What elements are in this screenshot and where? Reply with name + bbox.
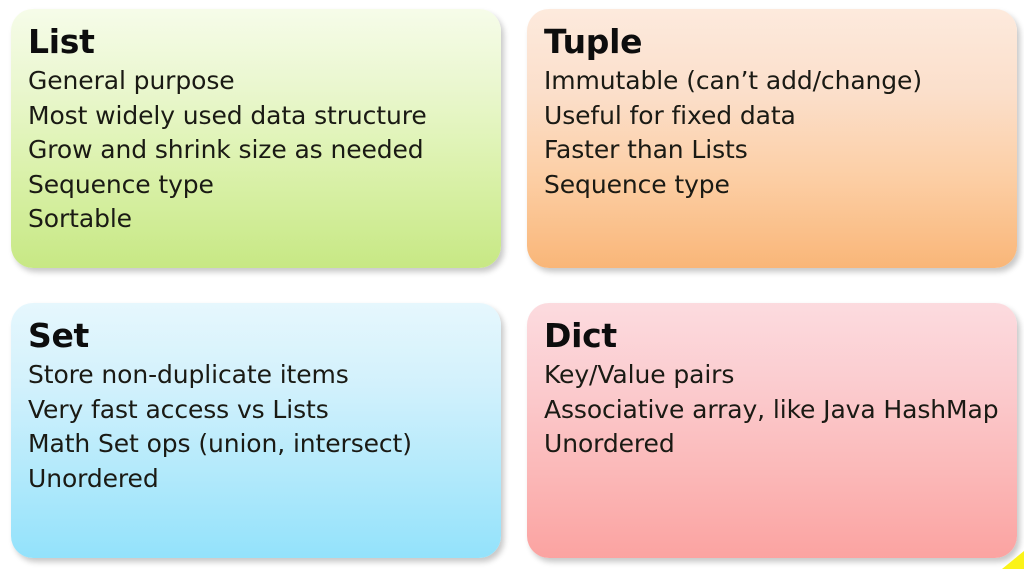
card-dict-line-1: Key/Value pairs: [544, 360, 735, 389]
card-dict-line-3: Unordered: [544, 429, 675, 458]
card-set-line-3: Math Set ops (union, intersect): [28, 429, 412, 458]
card-tuple[interactable]: Tuple Immutable (can’t add/change) Usefu…: [527, 9, 1017, 268]
card-set-line-1: Store non-duplicate items: [28, 360, 349, 389]
card-list-content: List General purpose Most widely used da…: [28, 23, 491, 262]
card-list-line-4: Sequence type: [28, 169, 214, 199]
card-set-content: Set Store non-duplicate items Very fast …: [28, 317, 491, 552]
card-list-line-5: Sortable: [28, 204, 132, 233]
card-tuple-line-4: Sequence type: [544, 169, 730, 199]
card-dict-content: Dict Key/Value pairs Associative array, …: [544, 317, 1007, 552]
card-dict[interactable]: Dict Key/Value pairs Associative array, …: [527, 303, 1017, 558]
card-set[interactable]: Set Store non-duplicate items Very fast …: [11, 303, 501, 558]
card-set-title: Set: [28, 316, 90, 355]
card-dict-title: Dict: [544, 316, 617, 355]
card-set-line-4: Unordered: [28, 463, 159, 493]
card-tuple-title: Tuple: [544, 22, 643, 61]
card-tuple-line-2: Useful for fixed data: [544, 100, 796, 130]
card-dict-line-2: Associative array, like Java HashMap: [544, 394, 999, 424]
card-tuple-line-3: Faster than Lists: [544, 135, 748, 164]
card-set-line-2: Very fast access vs Lists: [28, 394, 329, 424]
card-list-line-3: Grow and shrink size as needed: [28, 135, 424, 164]
card-tuple-content: Tuple Immutable (can’t add/change) Usefu…: [544, 23, 1007, 262]
card-tuple-line-1: Immutable (can’t add/change): [544, 66, 922, 95]
card-list-title: List: [28, 22, 95, 61]
card-list-line-1: General purpose: [28, 66, 235, 95]
card-list[interactable]: List General purpose Most widely used da…: [11, 9, 501, 268]
card-list-line-2: Most widely used data structure: [28, 100, 427, 130]
